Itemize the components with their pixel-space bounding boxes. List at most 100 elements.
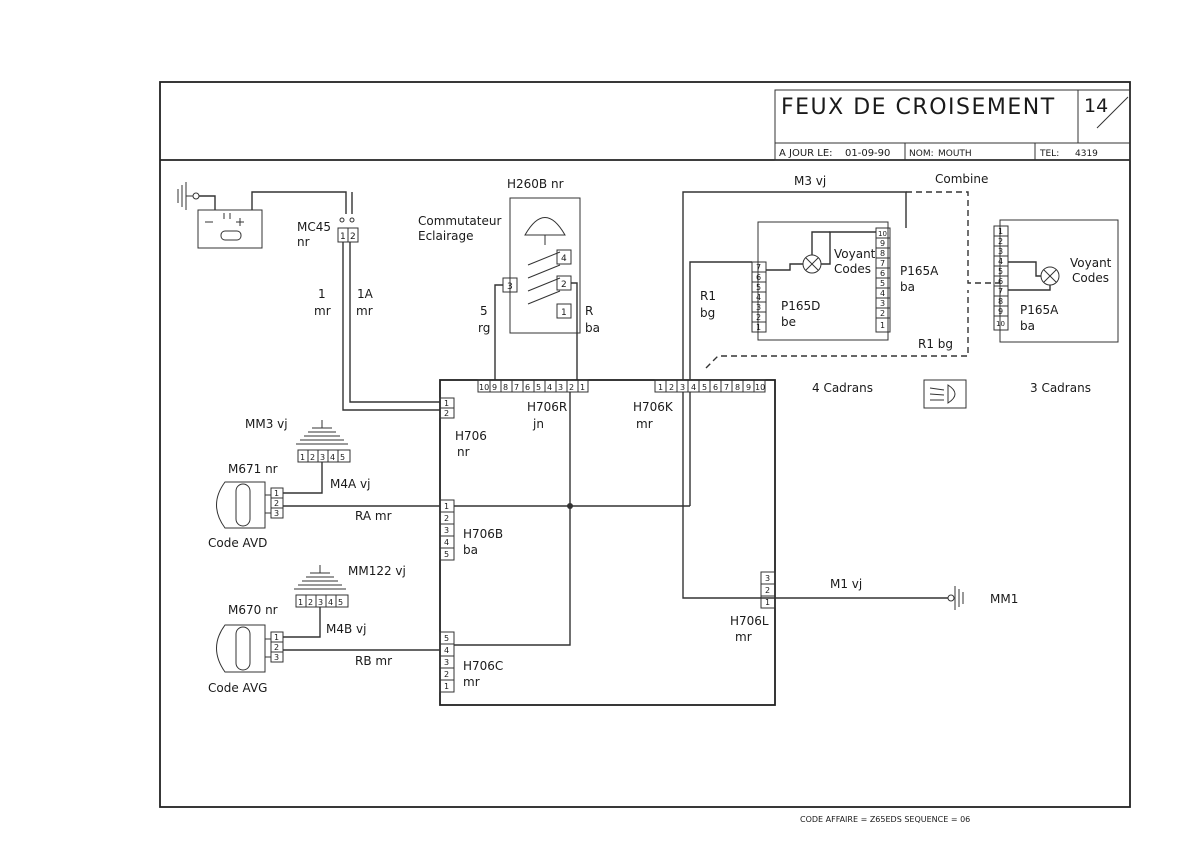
page-frame <box>159 81 1131 808</box>
p165d-color: be <box>781 315 796 329</box>
connector-h706k: 1 2 3 4 5 6 7 8 9 10 <box>654 379 766 393</box>
footer-code: CODE AFFAIRE = Z65EDS SEQUENCE = 06 <box>800 815 970 824</box>
tel-label: TEL: <box>1039 149 1059 159</box>
svg-text:10: 10 <box>878 230 887 238</box>
h706k-ref: H706K <box>633 400 674 414</box>
svg-text:5: 5 <box>756 283 761 292</box>
svg-text:4: 4 <box>444 538 449 547</box>
svg-text:1: 1 <box>765 598 770 607</box>
svg-text:1: 1 <box>880 321 885 330</box>
wire-5-num: 5 <box>480 304 488 318</box>
h706b-color: ba <box>463 543 478 557</box>
update-date: 01-09-90 <box>845 148 890 159</box>
diagram-title: FEUX DE CROISEMENT <box>781 95 1056 120</box>
svg-text:4: 4 <box>328 598 333 607</box>
svg-text:2: 2 <box>274 643 279 652</box>
connector-h706l: 1 2 3 <box>760 571 776 609</box>
svg-text:3: 3 <box>274 653 279 662</box>
svg-text:9: 9 <box>492 383 497 392</box>
wire-1a-num: 1A <box>357 287 374 301</box>
mc45-color: nr <box>297 235 310 249</box>
wire-ra: RA mr <box>355 509 392 523</box>
headlamp-icon: 1 2 3 <box>216 481 284 529</box>
svg-text:1: 1 <box>340 232 346 242</box>
h706k-color: mr <box>636 417 653 431</box>
wire-rb: RB mr <box>355 654 392 668</box>
p165a4-ref: P165A <box>900 264 939 278</box>
wire-m1: M1 vj <box>830 577 862 591</box>
commutateur-line1: Commutateur <box>418 214 501 228</box>
svg-text:8: 8 <box>503 383 508 392</box>
svg-text:1: 1 <box>274 633 279 642</box>
connector-mc45: 1 2 <box>337 217 359 243</box>
voyant3-line2: Codes <box>1072 271 1109 285</box>
wire-5-color: rg <box>478 321 490 335</box>
code-avg-label: Code AVG <box>208 681 267 695</box>
svg-text:3: 3 <box>998 247 1003 256</box>
svg-text:1: 1 <box>444 399 449 408</box>
svg-text:2: 2 <box>765 586 770 595</box>
combine-4-cadrans <box>757 221 889 341</box>
wire-m4b: M4B vj <box>326 622 366 636</box>
h706-color: nr <box>457 445 470 459</box>
svg-text:9: 9 <box>880 239 885 248</box>
svg-text:2: 2 <box>444 670 449 679</box>
h706c-color: mr <box>463 675 480 689</box>
svg-text:4: 4 <box>691 383 696 392</box>
svg-text:2: 2 <box>274 499 279 508</box>
h260b-ref: H260B nr <box>507 177 564 191</box>
svg-text:2: 2 <box>444 514 449 523</box>
connector-h706c: 1 2 3 4 5 <box>439 631 455 693</box>
cadrans3-label: 3 Cadrans <box>1030 381 1091 395</box>
svg-text:6: 6 <box>713 383 718 392</box>
svg-text:2: 2 <box>669 383 674 392</box>
headlamp-icon: 1 2 3 <box>216 624 284 673</box>
combine-3-cadrans <box>999 219 1119 343</box>
voyant3-line1: Voyant <box>1070 256 1112 270</box>
svg-text:3: 3 <box>274 509 279 518</box>
title-block: FEUX DE CROISEMENT 14 A JOUR LE: 01-09-9… <box>774 89 1131 161</box>
svg-text:10: 10 <box>755 383 765 392</box>
svg-text:1: 1 <box>444 682 449 691</box>
h706-ref: H706 <box>455 429 487 443</box>
h706b-ref: H706B <box>463 527 503 541</box>
svg-text:2: 2 <box>350 232 356 242</box>
svg-text:2: 2 <box>880 309 885 318</box>
svg-text:1: 1 <box>580 383 585 392</box>
commutateur-line2: Eclairage <box>418 229 474 243</box>
svg-text:1: 1 <box>274 489 279 498</box>
p165a3-color: ba <box>1020 319 1035 333</box>
svg-text:3: 3 <box>558 383 563 392</box>
svg-text:2: 2 <box>569 383 574 392</box>
svg-text:1: 1 <box>300 453 305 462</box>
svg-text:7: 7 <box>880 259 885 268</box>
update-label: A JOUR LE: <box>779 148 833 159</box>
connector-mm3: 1 2 3 4 5 <box>297 449 351 463</box>
wire-m4a: M4A vj <box>330 477 370 491</box>
svg-text:7: 7 <box>998 287 1003 296</box>
svg-text:6: 6 <box>756 273 761 282</box>
connector-p165d: 1 2 3 4 5 6 7 <box>751 261 767 333</box>
svg-text:4: 4 <box>880 289 885 298</box>
wire-r1-num: R1 <box>700 289 716 303</box>
wire-r-num: R <box>585 304 593 318</box>
name-label: NOM: <box>909 149 934 159</box>
svg-text:3: 3 <box>880 299 885 308</box>
wire-1-num: 1 <box>318 287 326 301</box>
svg-text:1: 1 <box>658 383 663 392</box>
svg-text:9: 9 <box>998 307 1003 316</box>
wire-1a-color: mr <box>356 304 373 318</box>
tel-value: 4319 <box>1075 149 1098 159</box>
svg-text:2: 2 <box>308 598 313 607</box>
svg-text:6: 6 <box>525 383 530 392</box>
voyant4-line2: Codes <box>834 262 871 276</box>
h706c-ref: H706C <box>463 659 503 673</box>
ground-icon <box>296 420 348 445</box>
wire-r1-color: bg <box>700 306 715 320</box>
wire-r1bg: R1 bg <box>918 337 953 351</box>
svg-text:3: 3 <box>680 383 685 392</box>
svg-text:2: 2 <box>310 453 315 462</box>
svg-text:5: 5 <box>536 383 541 392</box>
svg-text:3: 3 <box>444 658 449 667</box>
